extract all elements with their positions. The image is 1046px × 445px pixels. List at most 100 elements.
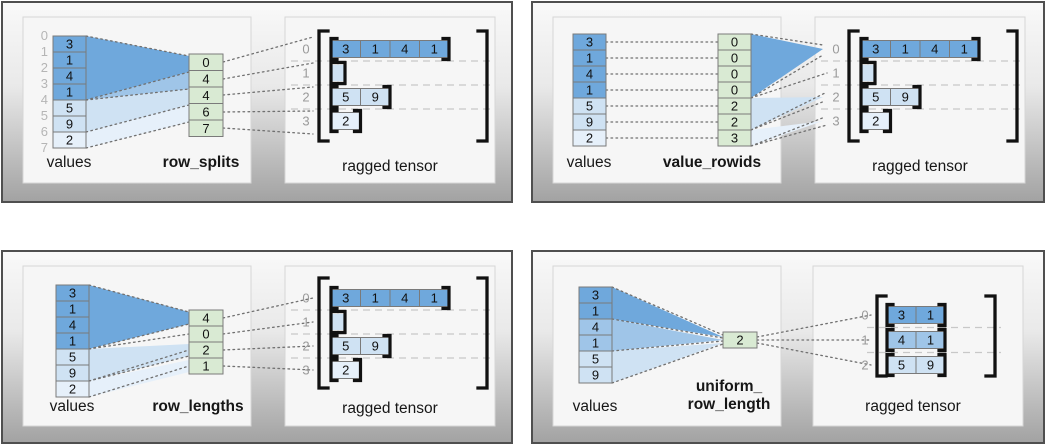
tensor-cell-text: 2 — [342, 114, 349, 129]
tensor-cell-text: 4 — [898, 333, 905, 348]
row-left-bracket — [859, 108, 869, 134]
tensor-cell-text: 4 — [401, 42, 408, 57]
connector-dotted-line — [222, 127, 314, 135]
empty-row-fill — [332, 65, 344, 81]
connector-dotted-line — [222, 110, 314, 113]
tensor-left-bracket — [317, 29, 330, 143]
value-index-label: 4 — [41, 92, 48, 107]
method-cell-text: 0 — [731, 51, 738, 66]
row-left-bracket — [885, 302, 895, 328]
tensor-cell-text: 1 — [927, 333, 934, 348]
connector-dotted-line — [756, 314, 872, 338]
row-left-bracket — [329, 333, 339, 359]
connector-dotted-line — [222, 36, 314, 63]
values-cell-text: 5 — [66, 101, 73, 116]
row-right-bracket — [382, 84, 392, 110]
row-right-bracket — [937, 327, 947, 353]
row-right-bracket — [441, 285, 451, 311]
method-cell — [188, 357, 224, 375]
values-cell — [578, 366, 613, 384]
values-cell-text: 9 — [592, 368, 599, 383]
row-right-bracket — [867, 60, 877, 86]
tensor-cell-text: 1 — [927, 308, 934, 323]
values-cell-text: 5 — [69, 350, 76, 365]
funnel-shape — [89, 285, 189, 349]
tensor-row-index: 0 — [861, 308, 868, 323]
values-cell-text: 4 — [586, 67, 593, 82]
tensor-right-bracket — [1006, 29, 1019, 143]
tensor-cell-text: 3 — [872, 42, 879, 57]
method-cell-text: 0 — [731, 83, 738, 98]
row-right-bracket — [441, 36, 451, 62]
values-cell-text: 4 — [69, 318, 76, 333]
method-cell-text: 1 — [202, 359, 209, 374]
tensor-row-index: 2 — [832, 90, 839, 105]
tensor-cell-text: 2 — [872, 114, 879, 129]
row-left-bracket — [859, 36, 869, 62]
method-cell-text: 0 — [731, 67, 738, 82]
values-cell-text: 3 — [592, 288, 599, 303]
values-cell-text: 9 — [69, 366, 76, 381]
row-left-bracket — [885, 352, 895, 378]
values-cell-text: 1 — [586, 51, 593, 66]
tensor-right-bracket — [476, 276, 489, 390]
tensor-cell-text: 9 — [372, 339, 379, 354]
tensor-cell-text: 1 — [961, 42, 968, 57]
row-left-bracket — [329, 357, 339, 383]
funnel-shape — [86, 89, 189, 132]
empty-row-fill — [862, 65, 874, 81]
method-cell-text: 7 — [202, 121, 209, 136]
values-cell-text: 5 — [592, 352, 599, 367]
tensor-row-index: 1 — [302, 66, 309, 81]
row-right-bracket — [937, 352, 947, 378]
row-left-bracket — [885, 327, 895, 353]
tensor-cell-text: 5 — [342, 90, 349, 105]
tensor-row-index: 1 — [302, 315, 309, 330]
empty-row-fill — [332, 314, 344, 330]
value-index-label: 1 — [41, 44, 48, 59]
tensor-cell-text: 3 — [342, 291, 349, 306]
method-cell-text: 3 — [731, 131, 738, 146]
tensor-row-index: 2 — [302, 339, 309, 354]
row-right-bracket — [971, 36, 981, 62]
method-cell-text: 4 — [202, 88, 209, 103]
tensor-cell-text: 1 — [902, 42, 909, 57]
values-cell-text: 3 — [66, 37, 73, 52]
tensor-right-bracket — [984, 294, 997, 378]
tensor-cell-text: 9 — [372, 90, 379, 105]
tensor-left-bracket — [317, 276, 330, 390]
tensor-left-bracket — [875, 294, 888, 378]
tensor-cell-text: 5 — [872, 90, 879, 105]
row-right-bracket — [352, 357, 363, 383]
method-cell — [717, 129, 752, 147]
row-left-bracket — [329, 84, 339, 110]
connector-dotted-line — [88, 284, 190, 313]
value-index-label: 5 — [41, 108, 48, 123]
tensor-cell-text: 4 — [931, 42, 938, 57]
tensor-cell-text: 1 — [431, 291, 438, 306]
connector-dotted-line — [222, 86, 314, 96]
value-index-label: 2 — [41, 60, 48, 75]
connector-dotted-line — [222, 365, 314, 371]
tensor-cell-text: 5 — [898, 358, 905, 373]
tensor-row-index: 0 — [302, 42, 309, 57]
values-cell-text: 4 — [592, 320, 599, 335]
method-cell — [722, 331, 758, 349]
connector-dotted-line — [88, 349, 190, 382]
values-cell-text: 1 — [66, 85, 73, 100]
values-cell-text: 1 — [592, 304, 599, 319]
values-cell-text: 3 — [586, 35, 593, 50]
tensor-cell-text: 3 — [898, 308, 905, 323]
values-cell — [52, 131, 87, 149]
tensor-cell-text: 1 — [372, 291, 379, 306]
connector-dotted-line — [88, 323, 190, 350]
tensor-cell-text: 2 — [342, 363, 349, 378]
connector-dotted-line — [750, 116, 826, 147]
values-cell-text: 1 — [586, 83, 593, 98]
